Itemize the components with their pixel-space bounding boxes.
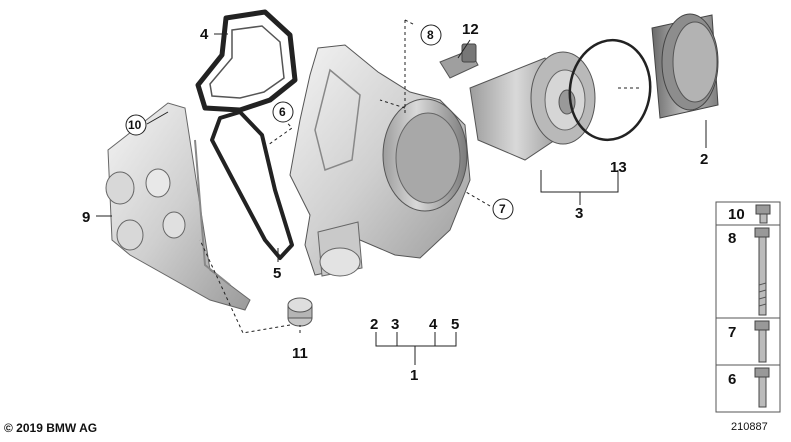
callout-2: 2: [700, 151, 708, 168]
bolt-label-8: 8: [728, 230, 736, 247]
callout-3: 3: [575, 205, 583, 222]
callout-9: 9: [82, 209, 90, 226]
o-ring-part-13: [568, 38, 652, 142]
group-label-2: 2: [370, 316, 378, 333]
group-label-4: 4: [429, 316, 438, 333]
callout-12: 12: [462, 21, 479, 38]
oil-filter-element-part-3: [469, 51, 596, 161]
copyright-notice: © 2019 BMW AG: [4, 421, 98, 435]
bolt-10-icon: [755, 204, 771, 224]
bolt-panel: 10 8 7 6: [715, 201, 781, 413]
bolt-label-7: 7: [728, 324, 736, 341]
oil-cooler-part-9: [105, 102, 251, 311]
callout-7: 7: [499, 202, 506, 216]
bolt-6-icon: [754, 367, 770, 408]
callout-13: 13: [610, 159, 627, 176]
callout-11: 11: [292, 345, 308, 362]
drawing-number: 210887: [731, 421, 768, 433]
seal-part-5: [210, 110, 294, 260]
gasket-part-4: [195, 9, 298, 113]
oil-filter-housing-part-1: [289, 44, 471, 277]
callout-8: 8: [427, 28, 434, 42]
filter-cap-part-2: [651, 13, 719, 119]
callout-6: 6: [279, 105, 286, 119]
callout-5: 5: [273, 265, 281, 282]
sensor-part-12: [439, 43, 479, 79]
bolt-label-6: 6: [728, 371, 736, 388]
callout-circles: [125, 24, 514, 220]
leader-lines: [96, 19, 707, 365]
callout-10: 10: [128, 118, 142, 132]
group-label-5: 5: [451, 316, 459, 333]
bolt-8-icon: [754, 227, 770, 316]
bolt-label-10: 10: [728, 206, 745, 223]
plug-part-11: [287, 297, 313, 327]
callout-1: 1: [410, 367, 418, 384]
bolt-7-icon: [754, 320, 770, 363]
callout-4: 4: [200, 26, 209, 43]
group-label-3: 3: [391, 316, 399, 333]
